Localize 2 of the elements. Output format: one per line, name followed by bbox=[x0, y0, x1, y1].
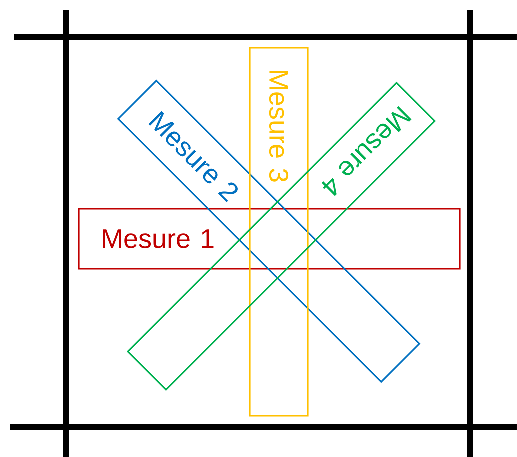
measurement-band: Mesure 1 bbox=[78, 208, 461, 270]
measurement-band: Mesure 3 bbox=[249, 47, 309, 417]
